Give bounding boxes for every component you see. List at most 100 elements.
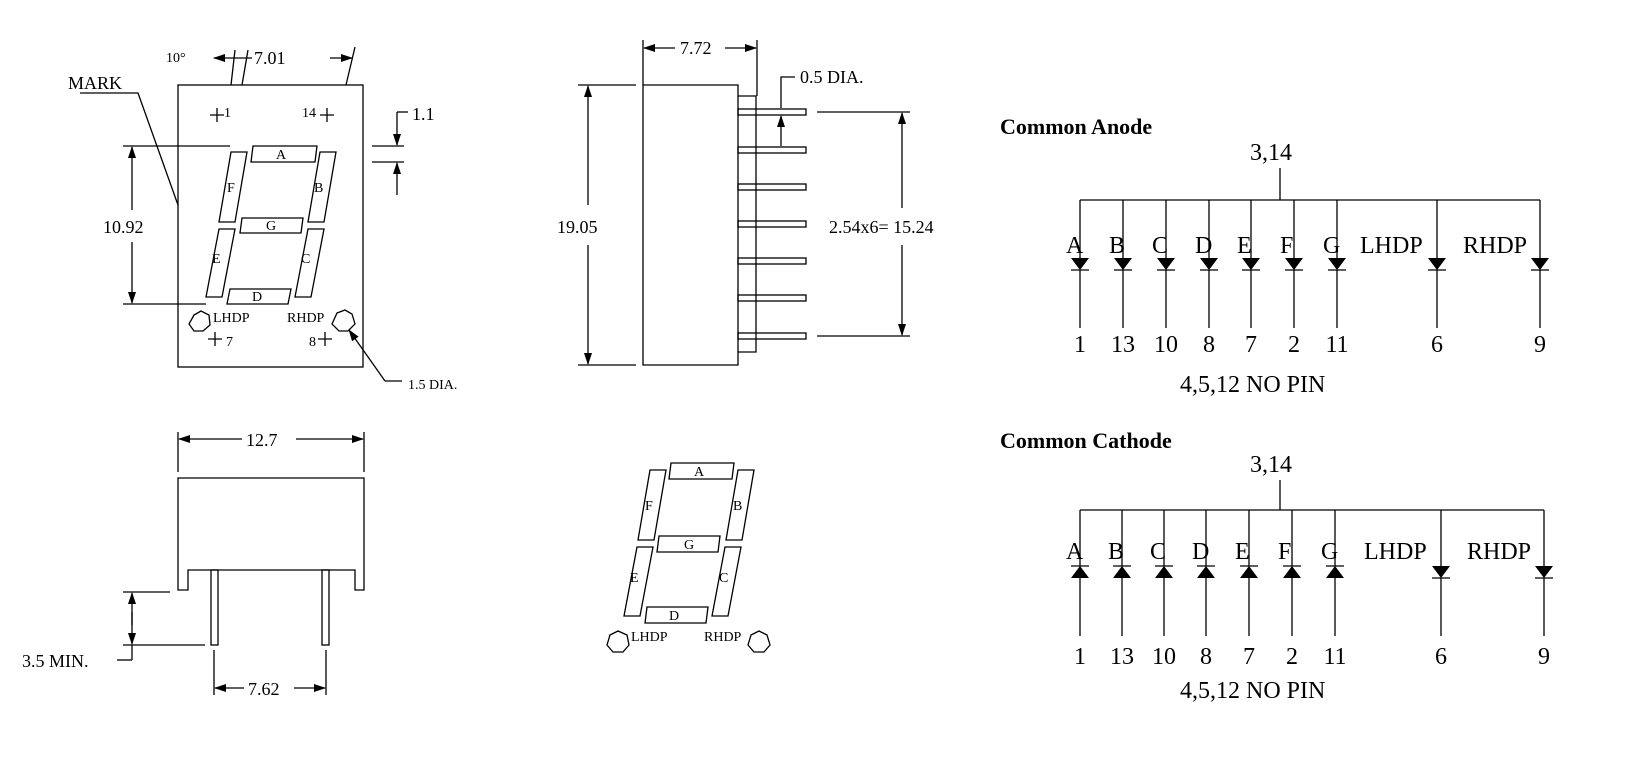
channel-label: F <box>1280 233 1293 259</box>
common-cathode-title: Common Cathode <box>1000 428 1172 453</box>
diode-symbol <box>1242 258 1260 270</box>
dot-dia-label: 1.5 DIA. <box>408 378 457 393</box>
bottom-view-labels: 12.7 3.5 MIN. 7.62 <box>22 430 280 699</box>
digit-height-label: 10.92 <box>103 217 144 237</box>
diode-channel: G11 <box>1323 200 1349 358</box>
channel-label: A <box>1066 539 1084 565</box>
pin-1-label: 1 <box>224 106 231 121</box>
channel-label: LHDP <box>1360 233 1423 259</box>
channel-label: RHDP <box>1467 539 1531 565</box>
pin-7-label: 7 <box>226 335 233 350</box>
bottom-width-label: 12.7 <box>246 430 278 450</box>
front-seg-d-label: D <box>252 290 262 305</box>
pin-number: 11 <box>1323 644 1346 670</box>
bottom-body-outline <box>177 477 365 591</box>
mark-leader <box>80 92 179 206</box>
diode-channel: C10 <box>1152 200 1178 358</box>
pin-number: 11 <box>1325 332 1348 358</box>
diode-channel: LHDP 6 <box>1360 200 1446 358</box>
channel-label: A <box>1066 233 1084 259</box>
diagram-seg-g-label: G <box>684 538 694 553</box>
diagram-seg-e-label: E <box>630 571 639 586</box>
front-segment-e <box>205 228 236 298</box>
diode-channel: RHDP 9 <box>1467 510 1553 670</box>
channel-label: D <box>1192 539 1209 565</box>
pin-number: 6 <box>1431 332 1443 358</box>
diagram-rhdp-dot <box>747 630 771 653</box>
front-segment-b <box>307 151 337 223</box>
diode-symbol <box>1071 566 1089 578</box>
common-cathode-note: 4,5,12 NO PIN <box>1180 678 1325 704</box>
common-cathode-wiring <box>1080 480 1544 511</box>
channel-label: LHDP <box>1364 539 1427 565</box>
front-seg-c-label: C <box>301 252 310 267</box>
channel-label: E <box>1235 539 1250 565</box>
diode-channel: A1 <box>1066 510 1089 670</box>
diode-symbol <box>1113 566 1131 578</box>
diode-symbol <box>1326 566 1344 578</box>
channel-label: E <box>1237 233 1252 259</box>
channel-label: D <box>1195 233 1212 259</box>
dot-dia-leader <box>348 329 386 382</box>
diode-channel: B13 <box>1108 510 1134 670</box>
diode-channel: E7 <box>1235 510 1258 670</box>
pin-number: 10 <box>1152 644 1176 670</box>
channel-label: B <box>1109 233 1125 259</box>
common-anode-pins: 3,14 <box>1250 140 1292 166</box>
diagram-seg-f-label: F <box>645 499 653 514</box>
pin-8-label: 8 <box>309 335 316 350</box>
front-lhdp-label: LHDP <box>213 311 250 326</box>
diode-symbol <box>1428 258 1446 270</box>
angle-extension-lines <box>230 46 356 86</box>
diagram-segment-d <box>644 606 709 624</box>
diagram-segment-a <box>668 462 735 480</box>
bottom-pin-left <box>210 569 219 646</box>
pin-dia-label: 0.5 DIA. <box>800 67 864 87</box>
channel-label: G <box>1321 539 1338 565</box>
plus-mark-1 <box>210 108 224 122</box>
pin-number: 9 <box>1534 332 1546 358</box>
pin-number: 2 <box>1288 332 1300 358</box>
pin-dia-leader <box>780 76 795 108</box>
diagram-segment-f <box>637 469 667 541</box>
height-label: 19.05 <box>557 217 598 237</box>
segment-diagram-labels: A B C D E F G LHDP RHDP <box>630 465 742 645</box>
channel-label: B <box>1108 539 1124 565</box>
diode-symbol <box>1531 258 1549 270</box>
pin-number: 1 <box>1074 332 1086 358</box>
pitch-label: 2.54x6= 15.24 <box>829 217 934 237</box>
pin-length-extension <box>123 591 205 646</box>
diode-channel: F2 <box>1278 510 1301 670</box>
pin-number: 9 <box>1538 644 1550 670</box>
diode-channel: C10 <box>1150 510 1176 670</box>
front-segment-a <box>250 145 318 163</box>
front-seg-f-label: F <box>227 181 235 196</box>
diode-channel: D8 <box>1192 510 1215 670</box>
diode-symbol <box>1197 566 1215 578</box>
pin-number: 8 <box>1200 644 1212 670</box>
front-segment-d <box>226 288 292 305</box>
diode-channel: A1 <box>1066 200 1089 358</box>
diagram-seg-b-label: B <box>733 499 742 514</box>
front-seg-g-label: G <box>266 219 276 234</box>
bottom-view <box>117 432 365 695</box>
diode-symbol <box>1200 258 1218 270</box>
front-segment-g <box>239 217 304 234</box>
diagram-seg-d-label: D <box>669 609 679 624</box>
diode-symbol <box>1114 258 1132 270</box>
front-rhdp-dot <box>331 309 356 332</box>
depth-label: 7.72 <box>680 38 712 58</box>
diagram-segment-b <box>725 469 755 541</box>
diagram-lhdp-label: LHDP <box>631 630 668 645</box>
side-view-labels: 7.72 0.5 DIA. 19.05 2.54x6= 15.24 <box>557 38 934 237</box>
segment-diagram <box>606 462 771 653</box>
side-view <box>578 40 910 366</box>
pin-number: 10 <box>1154 332 1178 358</box>
diode-symbol <box>1535 566 1553 578</box>
plus-mark-7 <box>208 332 222 346</box>
pin-number: 1 <box>1074 644 1086 670</box>
mark-label: MARK <box>68 73 122 93</box>
